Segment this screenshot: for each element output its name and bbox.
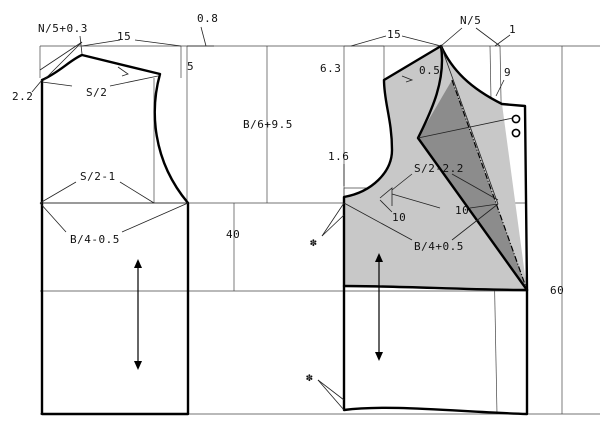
label-front-shoulder-offset: 1 bbox=[509, 23, 516, 36]
back-panel-annotations: N/5+0.3 15 0.8 5 2.2 S/2 S/2-1 B/4-0.5 bbox=[12, 12, 218, 246]
roll-line bbox=[451, 79, 528, 291]
label-front-shoulder-adjust: 0.5 bbox=[419, 64, 440, 77]
grainline-arrow bbox=[375, 253, 383, 361]
front-panel-annotations: 15 N/5 1 6.3 0.5 9 1.6 S/2-2.2 10 10 B/4… bbox=[320, 14, 564, 297]
button-icon bbox=[511, 114, 521, 124]
back-shoulder-mark bbox=[117, 66, 129, 77]
front-shoulder-mark bbox=[401, 75, 414, 83]
label-back-chest: B/4-0.5 bbox=[70, 233, 120, 246]
button-line bbox=[417, 117, 514, 139]
label-front-neck: N/5 bbox=[460, 14, 481, 27]
label-back-half-shoulder-minus: S/2-1 bbox=[80, 170, 116, 183]
label-waist-40: 40 bbox=[226, 228, 240, 241]
label-front-shoulder-width: 15 bbox=[387, 28, 401, 41]
label-armhole-depth: B/6+9.5 bbox=[243, 118, 293, 131]
front-hip-line bbox=[342, 284, 529, 292]
lapel-edge bbox=[416, 44, 529, 292]
notch-symbol-lower: ✽ bbox=[306, 371, 313, 384]
label-back-shoulder-width: 15 bbox=[117, 30, 131, 43]
front-upper-fill bbox=[344, 46, 527, 290]
label-front-dart-right: 10 bbox=[455, 204, 469, 217]
front-panel bbox=[342, 44, 529, 416]
button-icon bbox=[511, 128, 521, 138]
label-back-half-shoulder: S/2 bbox=[86, 86, 107, 99]
label-back-shoulder-drop: 5 bbox=[187, 60, 194, 73]
notch-symbol-upper: ✽ bbox=[310, 236, 317, 249]
label-front-lapel-depth: 9 bbox=[504, 66, 511, 79]
front-panel-outline bbox=[342, 44, 529, 416]
label-front-armhole-ease: 1.6 bbox=[328, 150, 349, 163]
label-back-shoulder-extra: 0.8 bbox=[197, 12, 218, 25]
front-center-guide bbox=[440, 45, 499, 205]
label-front-half-shoulder: S/2-2.2 bbox=[414, 162, 464, 175]
label-back-neck: N/5+0.3 bbox=[38, 22, 88, 35]
back-panel bbox=[40, 53, 190, 416]
back-panel-outline bbox=[40, 53, 190, 416]
label-back-neck-depth: 2.2 bbox=[12, 90, 33, 103]
notch-markers: ✽ ✽ bbox=[306, 202, 345, 411]
label-front-chest: B/4+0.5 bbox=[414, 240, 464, 253]
label-front-length: 60 bbox=[550, 284, 564, 297]
center-annotations: B/6+9.5 40 bbox=[226, 118, 293, 241]
label-front-dart-left: 10 bbox=[392, 211, 406, 224]
front-armhole-notch bbox=[379, 187, 393, 206]
label-front-shoulder-drop: 6.3 bbox=[320, 62, 341, 75]
grainline-arrow bbox=[134, 259, 142, 370]
